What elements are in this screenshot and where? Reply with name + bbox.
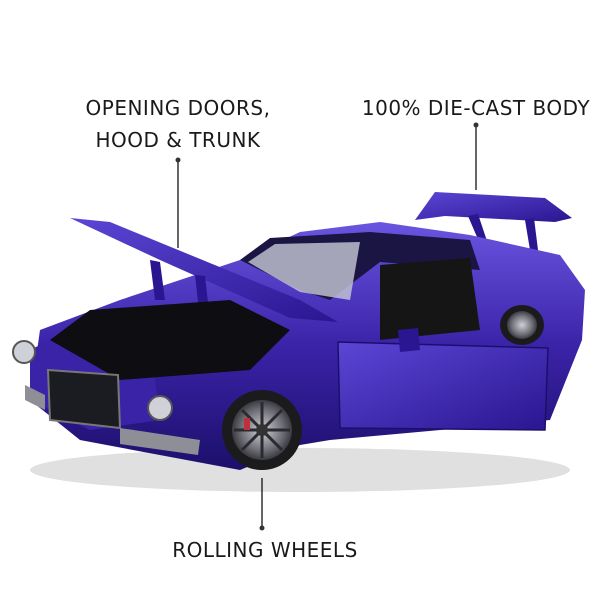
- front-grille: [12, 340, 200, 455]
- callout-diecast-body-text: 100% DIE-CAST BODY: [361, 96, 591, 120]
- side-mirror: [398, 328, 420, 352]
- windshield: [248, 242, 360, 300]
- callout-rolling-wheels-text: ROLLING WHEELS: [172, 538, 358, 562]
- rear-wheel: [500, 305, 544, 345]
- callout-opening-doors-line2: HOOD & TRUNK: [95, 128, 261, 152]
- leader-line-wheels: [259, 478, 265, 531]
- callout-opening-doors: OPENING DOORS, HOOD & TRUNK: [83, 92, 273, 156]
- headlight-left: [12, 340, 36, 364]
- interior-seat: [380, 258, 480, 340]
- front-wheel: [222, 390, 302, 470]
- callout-opening-doors-line1: OPENING DOORS,: [85, 96, 271, 120]
- car-shadow: [30, 448, 570, 492]
- door-open: [337, 328, 549, 431]
- headlight-right: [147, 395, 173, 421]
- engine-bay: [50, 300, 290, 380]
- leader-line-body: [473, 122, 479, 190]
- leader-line-doors: [175, 157, 181, 248]
- callout-rolling-wheels: ROLLING WHEELS: [170, 534, 360, 566]
- trunk-spoiler: [415, 192, 572, 250]
- callout-diecast-body: 100% DIE-CAST BODY: [360, 92, 592, 124]
